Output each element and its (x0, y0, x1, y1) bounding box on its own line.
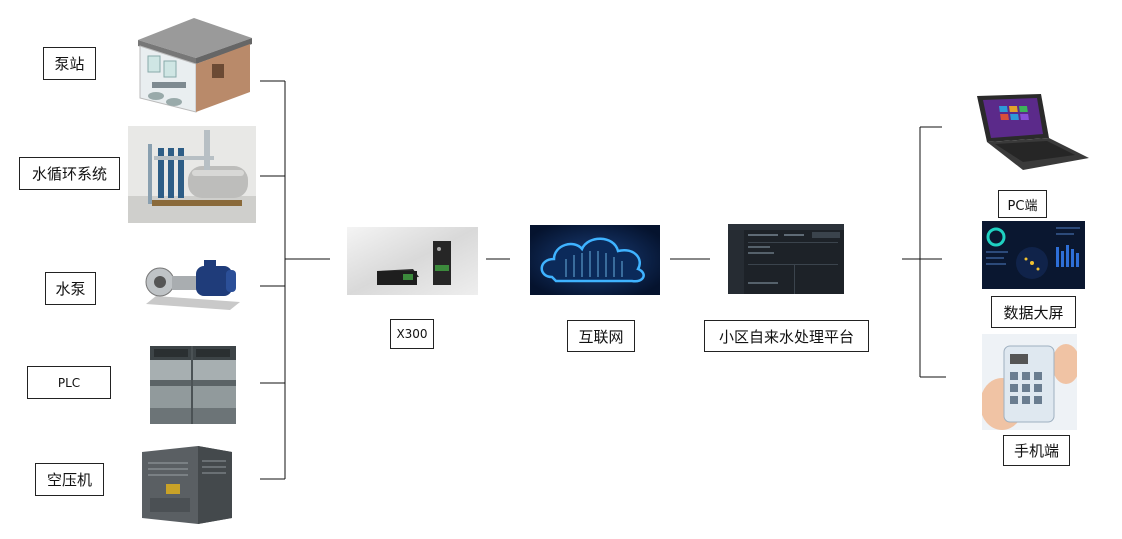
label-mobile: 手机端 (1003, 435, 1070, 466)
label-pump-station: 泵站 (43, 47, 96, 80)
platform-image (728, 224, 844, 294)
label-gateway: X300 (390, 319, 434, 349)
plc-image (150, 346, 236, 424)
gateway-image (347, 227, 478, 295)
label-water-circulation: 水循环系统 (19, 157, 120, 190)
label-big-screen: 数据大屏 (991, 296, 1076, 328)
pump-station-building-icon (134, 12, 254, 116)
laptop-icon (975, 92, 1091, 174)
mobile-image (982, 334, 1077, 430)
air-compressor-cabinet-icon (138, 442, 234, 524)
centrifugal-pump-icon (140, 252, 245, 320)
plc-modules-icon (150, 346, 236, 424)
water-tank-pumps-icon (128, 126, 256, 223)
label-platform: 小区自来水处理平台 (704, 320, 869, 352)
label-air-compressor: 空压机 (35, 463, 104, 496)
water-pump-image (140, 252, 245, 320)
big-screen-image (982, 221, 1085, 289)
label-water-pump: 水泵 (45, 272, 96, 305)
internet-image (530, 225, 660, 295)
water-circulation-image (128, 126, 256, 223)
data-screen-icon (982, 221, 1085, 289)
dashboard-screenshot-icon (728, 224, 844, 294)
air-compressor-image (138, 442, 234, 524)
smartphone-hand-icon (982, 334, 1077, 430)
pump-station-image (134, 12, 254, 116)
cloud-icon (530, 225, 660, 295)
label-internet: 互联网 (567, 320, 635, 352)
gateway-device-icon (347, 227, 478, 295)
label-plc: PLC (27, 366, 111, 399)
pc-image (975, 92, 1091, 174)
label-pc: PC端 (998, 190, 1047, 218)
